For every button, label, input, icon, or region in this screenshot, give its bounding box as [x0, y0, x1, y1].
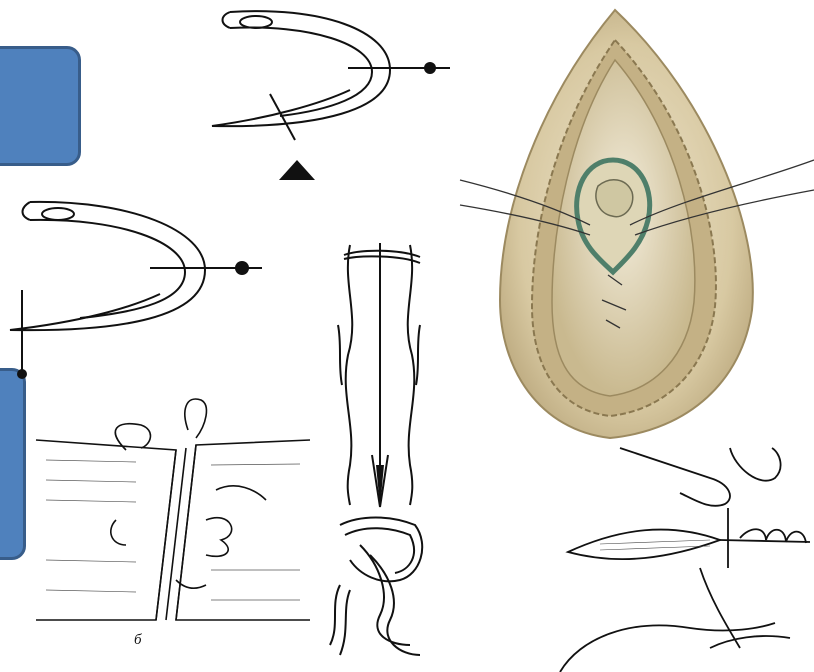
surgical-wound-illustration [460, 10, 814, 440]
slide-accent-box-bottom [0, 368, 26, 560]
slide-accent-box-top [0, 46, 81, 166]
continuous-suture-illustration [320, 225, 440, 672]
curved-needle-round-point-illustration [0, 190, 270, 390]
hands-suturing-illustration [560, 448, 814, 672]
figure-caption-b: б [134, 632, 142, 649]
curved-needle-triangle-point-illustration [200, 0, 470, 185]
interrupted-suture-cross-section-illustration [36, 390, 310, 640]
